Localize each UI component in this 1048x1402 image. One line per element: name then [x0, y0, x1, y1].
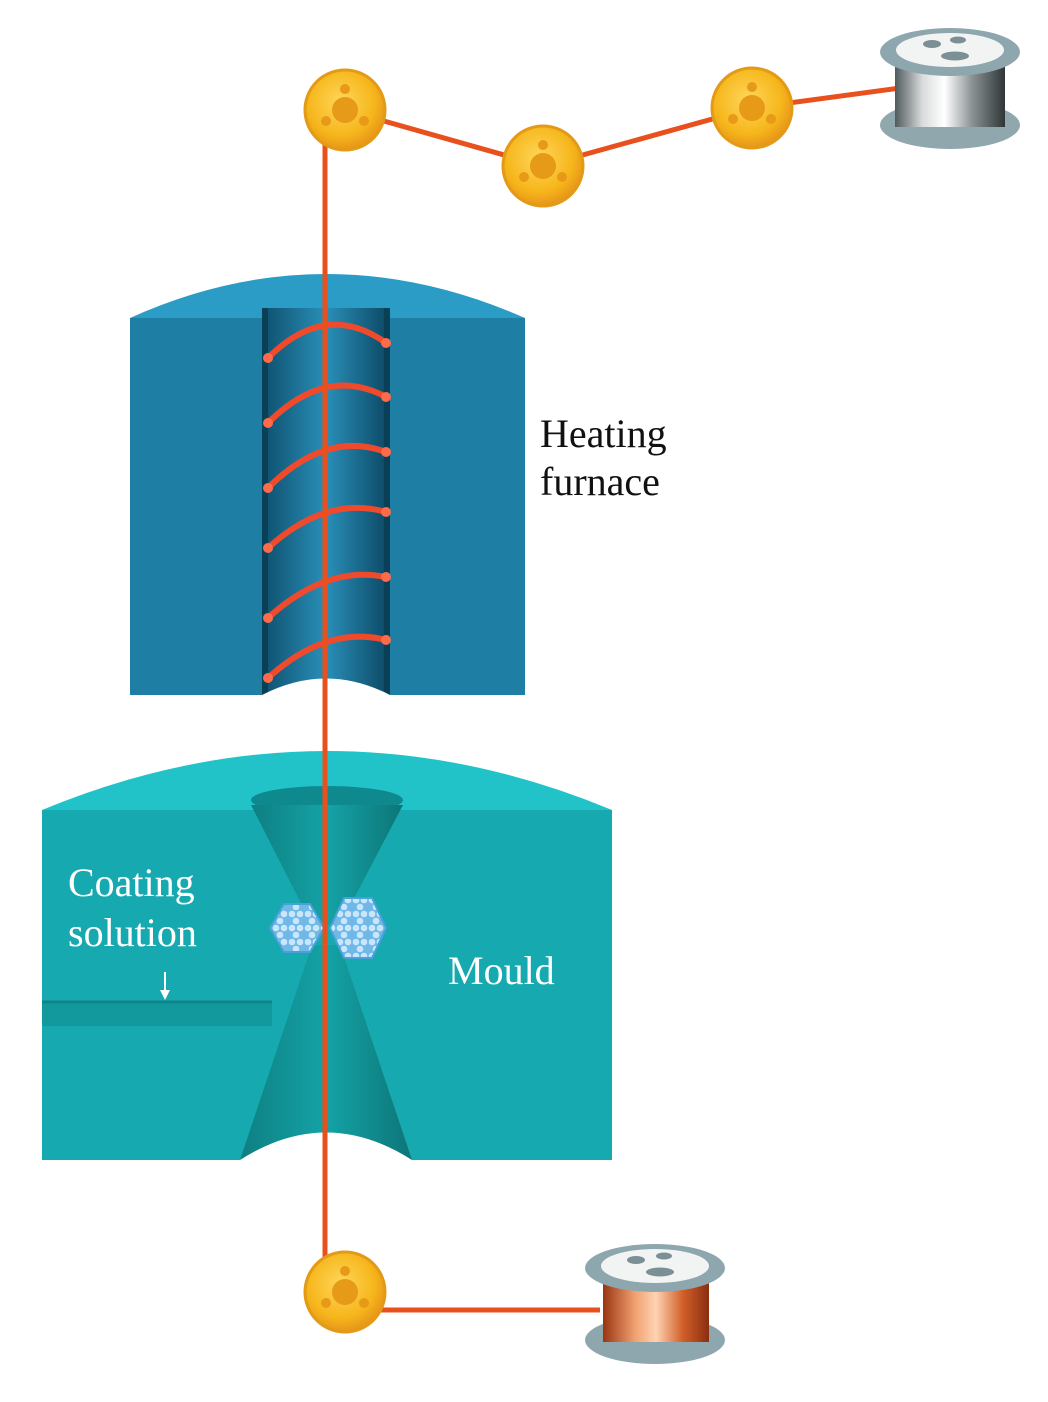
fiber-path — [322, 85, 901, 1313]
coating-solution-label-line1: Coating — [68, 860, 195, 905]
copper-spool-icon — [585, 1244, 725, 1364]
furnace-bore-edge-right — [384, 308, 390, 695]
furnace-bore-edge-left — [262, 308, 268, 695]
coating-solution-label-line2: solution — [68, 910, 197, 955]
pulley-top-right — [710, 66, 794, 150]
mould-label: Mould — [448, 948, 555, 993]
heating-coil-dots — [263, 338, 391, 683]
pulley-top-left — [303, 68, 387, 152]
heating-furnace-label-line2: furnace — [540, 459, 660, 504]
coating-feed-channel — [42, 1002, 272, 1026]
preform-right-hex — [328, 897, 388, 959]
heating-furnace-label-line1: Heating — [540, 411, 667, 456]
pulley-middle — [501, 124, 585, 208]
pulley-bottom — [303, 1250, 387, 1334]
pulley-icon — [303, 66, 794, 1334]
arrow-down-icon — [160, 972, 170, 1000]
silver-spool-icon — [880, 28, 1020, 149]
fiber-upper-route — [344, 85, 901, 169]
